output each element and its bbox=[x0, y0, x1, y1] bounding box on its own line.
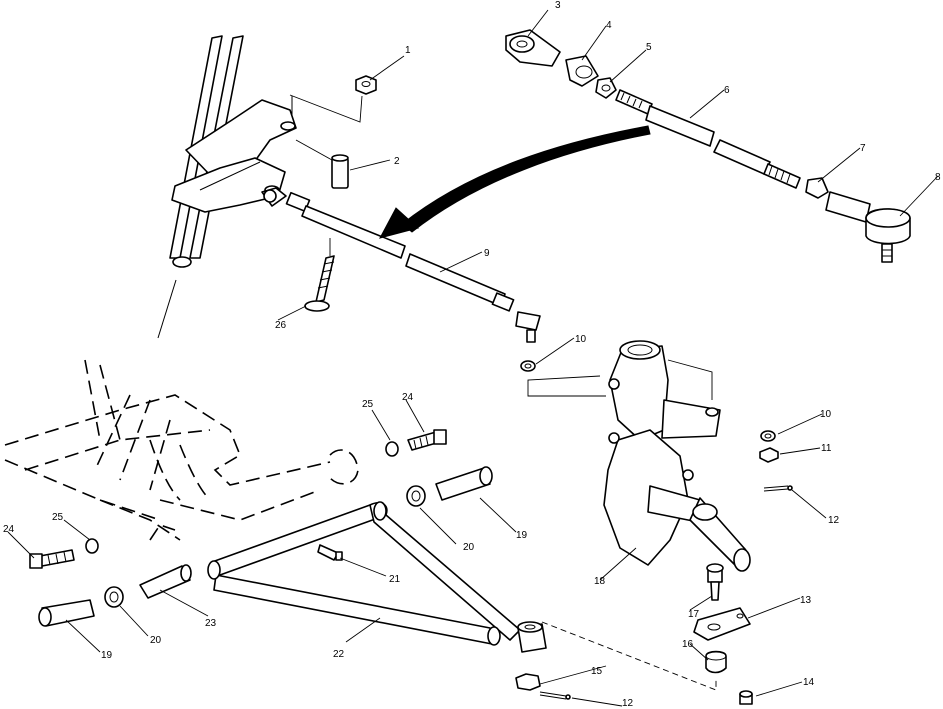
plate-13 bbox=[693, 607, 751, 641]
washer-20-right bbox=[406, 485, 426, 507]
callout-15: 15 bbox=[591, 666, 603, 677]
bolt-17 bbox=[706, 563, 724, 601]
callout-17: 17 bbox=[688, 609, 700, 620]
callout-25b: 25 bbox=[362, 399, 374, 410]
callout-25a: 25 bbox=[52, 512, 64, 523]
callout-10b: 10 bbox=[820, 409, 832, 420]
locknut-top bbox=[289, 75, 377, 123]
callout-19b: 19 bbox=[516, 530, 528, 541]
callout-labels: 1 2 3 4 5 6 7 8 9 10 10 11 12 12 13 14 1… bbox=[3, 0, 941, 709]
callout-12a: 12 bbox=[828, 515, 840, 526]
frame-outline bbox=[4, 359, 359, 541]
washer-10-right bbox=[760, 430, 776, 442]
cotter-pin-12-bottom bbox=[539, 691, 571, 700]
jam-nut-7 bbox=[805, 177, 829, 199]
spindle bbox=[527, 340, 751, 572]
tie-rod-end-3 bbox=[505, 29, 561, 67]
bolt-14 bbox=[739, 690, 753, 705]
callout-9: 9 bbox=[484, 248, 490, 259]
tie-rod-installed bbox=[261, 187, 541, 343]
callout-21: 21 bbox=[389, 574, 401, 585]
install-direction-arrow bbox=[379, 125, 651, 239]
washer-20-left bbox=[104, 586, 124, 608]
jam-nut-4 bbox=[565, 55, 599, 87]
callout-11: 11 bbox=[821, 443, 832, 454]
callout-3: 3 bbox=[555, 0, 561, 11]
callout-20a: 20 bbox=[150, 635, 162, 646]
washer-25-right bbox=[385, 441, 399, 457]
callout-14: 14 bbox=[803, 677, 815, 688]
jam-nut-5 bbox=[595, 77, 617, 99]
callout-24a: 24 bbox=[3, 524, 15, 535]
cotter-pin-12-right bbox=[763, 485, 793, 492]
ball-joint-stud bbox=[517, 621, 547, 653]
callout-18: 18 bbox=[594, 576, 606, 587]
bushing-19-right bbox=[435, 466, 493, 501]
dash-link-balljoint bbox=[541, 621, 717, 691]
callout-5: 5 bbox=[646, 42, 652, 53]
bushing-19-left bbox=[38, 599, 95, 627]
steering-bracket bbox=[171, 96, 297, 213]
callout-16: 16 bbox=[682, 639, 694, 650]
callout-24b: 24 bbox=[402, 392, 414, 403]
callout-8: 8 bbox=[935, 172, 941, 183]
callout-22: 22 bbox=[333, 649, 345, 660]
callout-26: 26 bbox=[275, 320, 287, 331]
tie-rod-end-8 bbox=[825, 191, 911, 263]
callout-23: 23 bbox=[205, 618, 217, 629]
callout-1: 1 bbox=[405, 45, 411, 56]
leader-lines bbox=[7, 9, 939, 707]
bolt-24-right bbox=[407, 429, 447, 451]
tie-rod-6 bbox=[615, 89, 801, 189]
callout-10a: 10 bbox=[575, 334, 587, 345]
callout-6: 6 bbox=[724, 85, 730, 96]
boot-16 bbox=[705, 650, 727, 674]
a-arm bbox=[207, 501, 521, 646]
callout-12b: 12 bbox=[622, 698, 634, 709]
callout-19a: 19 bbox=[101, 650, 113, 661]
callout-20b: 20 bbox=[463, 542, 475, 553]
grease-fitting-21 bbox=[317, 544, 343, 561]
washer-25-left bbox=[85, 538, 99, 554]
callout-2: 2 bbox=[394, 156, 400, 167]
callout-4: 4 bbox=[606, 20, 612, 31]
castle-nut-15 bbox=[515, 673, 541, 691]
bushing-23 bbox=[139, 564, 192, 599]
mount-bolt bbox=[304, 238, 335, 312]
locknut-11 bbox=[759, 447, 779, 463]
spacer-sleeve bbox=[295, 139, 349, 189]
bolt-24-left bbox=[29, 549, 75, 569]
callout-7: 7 bbox=[860, 143, 866, 154]
washer-10-tierod bbox=[520, 360, 536, 372]
callout-13: 13 bbox=[800, 595, 812, 606]
